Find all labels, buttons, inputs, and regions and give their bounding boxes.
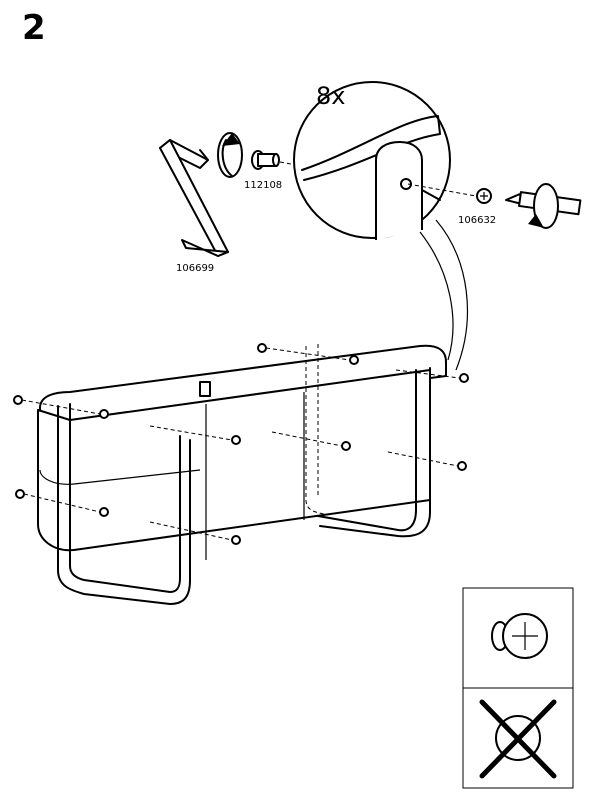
rotate-clockwise-arrow-icon	[528, 183, 559, 229]
detail-magnifier	[293, 81, 469, 371]
screw-icon	[476, 188, 492, 204]
screw-markers	[13, 343, 469, 545]
incorrect-screw-head-crossed-icon	[462, 687, 574, 789]
dowel-icon	[251, 150, 280, 170]
correct-screw-head-icon	[462, 587, 574, 689]
screw-part-number: 106632	[458, 215, 496, 226]
step-number: 2	[22, 8, 46, 48]
dowel-part-number: 112108	[244, 180, 282, 191]
allen-key-part-number: 106699	[176, 263, 214, 274]
quantity-label: 8x	[316, 82, 345, 110]
allen-key-icon	[159, 139, 229, 257]
rotate-counterclockwise-arrow-icon	[217, 132, 243, 178]
furniture-frame	[37, 344, 447, 605]
